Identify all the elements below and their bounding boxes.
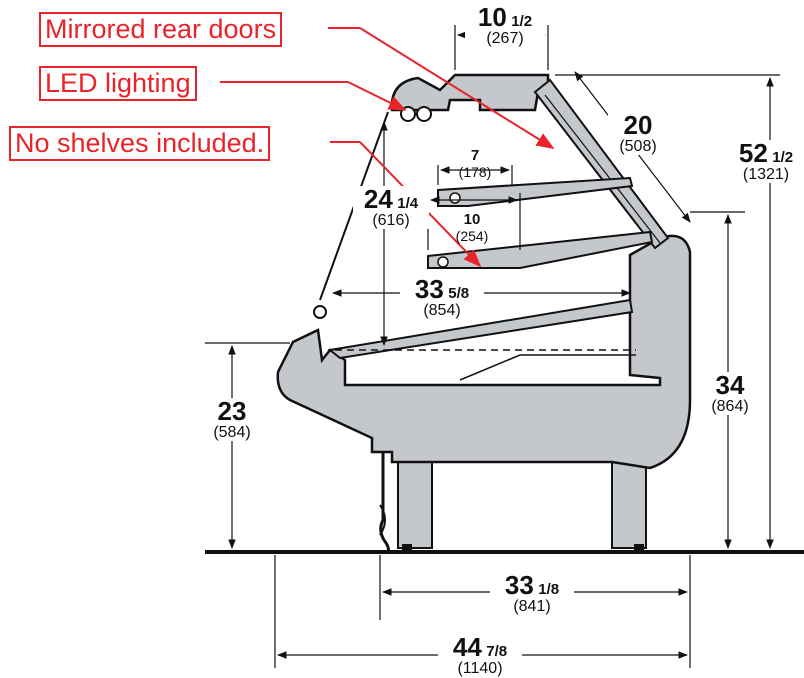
case-body [276, 234, 692, 470]
dim-top-width: 10 1/2 (267) [465, 4, 545, 47]
top-canopy [390, 73, 550, 112]
dim-base-depth: 33 1/8 (841) [490, 572, 574, 615]
dim-overall-height: 52 1/2 (1321) [728, 140, 804, 183]
dim-shelf-upper: 7 (178) [458, 147, 492, 180]
dim-interior-depth: 33 5/8 (854) [400, 276, 484, 319]
callout-mirrored-rear-doors: Mirrored rear doors [39, 12, 283, 47]
callout-no-shelves: No shelves included. [9, 126, 271, 161]
rear-glass [533, 78, 670, 250]
shelf-bracket-upper [437, 176, 634, 207]
deck [327, 298, 634, 360]
dim-glass-length: 20 (508) [608, 112, 668, 155]
shelf-bracket-lower [427, 230, 654, 269]
callout-led-lighting: LED lighting [39, 66, 197, 101]
dim-rear-height: 34 (864) [700, 372, 760, 415]
drain-hose [379, 450, 390, 553]
dim-shelf-lower: 10 (254) [455, 211, 489, 244]
dim-front-height: 23 (584) [200, 398, 264, 441]
dim-interior-height: 24 1/4 (616) [353, 186, 429, 229]
front-leg [397, 461, 433, 549]
dim-overall-depth: 44 7/8 (1140) [438, 634, 522, 677]
rear-leg [611, 461, 647, 549]
